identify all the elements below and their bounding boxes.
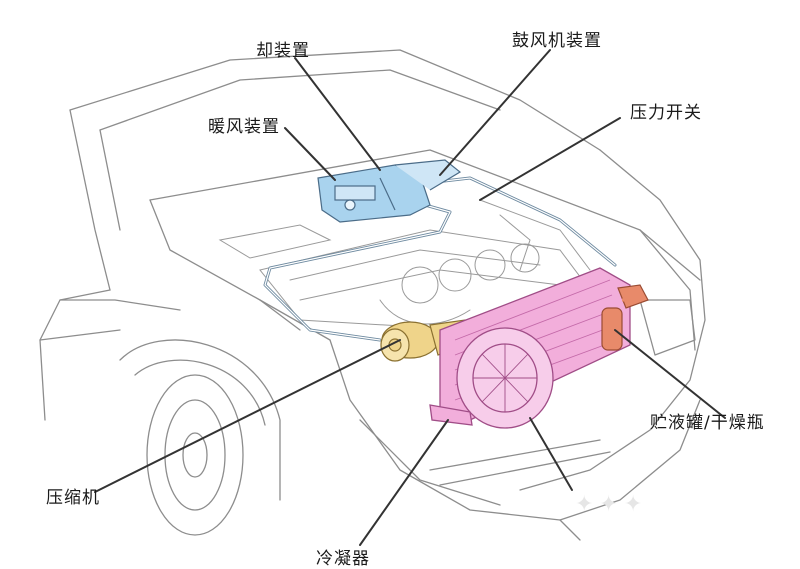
- receiver-drier-unit: [601, 284, 649, 351]
- label-pressure-switch: 压力开关: [630, 103, 702, 123]
- label-condenser-bottom: 冷凝器: [316, 549, 370, 569]
- label-blower: 鼓风机装置: [512, 31, 602, 51]
- leader-lines: [94, 49, 726, 546]
- label-condenser-top: 却装置: [256, 41, 310, 61]
- heater-unit: [317, 159, 462, 223]
- watermark: ✦✦✦: [575, 492, 649, 517]
- label-compressor: 压缩机: [46, 488, 100, 508]
- label-heater: 暖风装置: [208, 117, 280, 137]
- car-body-outline: [39, 49, 706, 541]
- condenser-unit: [429, 267, 631, 429]
- label-receiver-drier: 贮液罐/干燥瓶: [650, 413, 765, 433]
